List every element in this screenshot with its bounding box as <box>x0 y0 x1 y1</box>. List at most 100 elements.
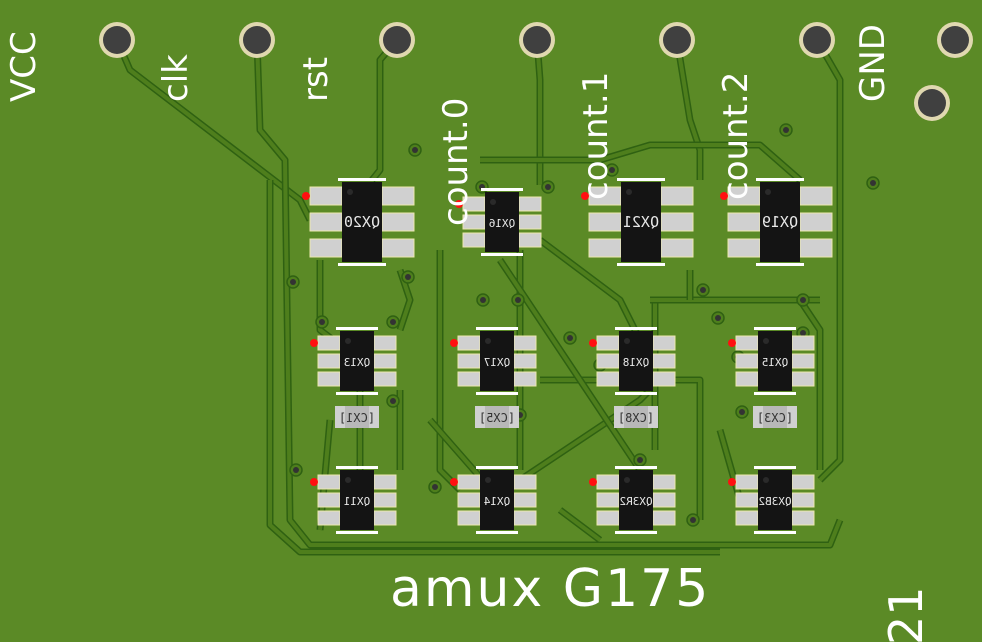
pin1-marker <box>310 478 318 486</box>
cap-label: [CX3] <box>757 411 793 425</box>
pad <box>791 353 815 369</box>
via-hole <box>390 398 396 404</box>
pad <box>652 353 676 369</box>
silk-line <box>617 263 665 266</box>
chip-qx18: QX18 <box>589 327 676 395</box>
pad <box>513 371 537 387</box>
silk-line <box>336 466 378 469</box>
pad <box>373 371 397 387</box>
pad <box>309 186 343 206</box>
pad <box>513 335 537 351</box>
header-pin <box>803 26 831 54</box>
silk-line <box>756 178 804 181</box>
pad <box>381 186 415 206</box>
trace-fill <box>538 238 642 341</box>
pin-label-vcc: VCC <box>4 31 44 102</box>
pin-label-clk: clk <box>156 54 196 102</box>
pad <box>513 353 537 369</box>
traces <box>113 37 844 556</box>
silk-line <box>615 466 657 469</box>
pad <box>652 492 676 508</box>
pin1-marker <box>581 192 589 200</box>
pin1-dimple <box>490 199 496 205</box>
trace-fill <box>798 298 822 470</box>
via-hole <box>319 319 325 325</box>
pad <box>596 474 620 490</box>
trace-fill <box>268 180 720 554</box>
silk-line <box>476 466 518 469</box>
via-hole <box>293 467 299 473</box>
pin1-dimple <box>763 477 769 483</box>
via-hole <box>412 147 418 153</box>
cap-label: [CX1] <box>339 411 375 425</box>
silk-line <box>615 531 657 534</box>
pad <box>373 353 397 369</box>
pad <box>317 335 341 351</box>
pad <box>596 492 620 508</box>
silk-line <box>336 531 378 534</box>
chip-label: QX16 <box>489 217 516 230</box>
pin1-dimple <box>345 477 351 483</box>
pad <box>588 238 622 258</box>
pad <box>317 510 341 526</box>
silk-line <box>476 531 518 534</box>
cap-center <box>763 406 787 428</box>
chip-qx15: QX15 <box>728 327 815 395</box>
via-hole <box>515 297 521 303</box>
mount-pad <box>918 89 946 117</box>
chip-label: QX3R2 <box>619 495 652 508</box>
pin-label-count0: count.0 <box>436 98 476 226</box>
trace-fill <box>498 258 642 472</box>
chip-label: QX11 <box>344 495 371 508</box>
cap-label: [CX8] <box>618 411 654 425</box>
chip-body <box>760 182 800 262</box>
pad <box>457 510 481 526</box>
trace <box>369 37 400 183</box>
via-hole <box>800 297 806 303</box>
header-pin <box>103 26 131 54</box>
board-title: amux G175 <box>390 559 710 619</box>
trace-fill <box>255 39 842 547</box>
pin1-marker <box>450 478 458 486</box>
pin1-marker <box>455 200 463 208</box>
pad <box>596 510 620 526</box>
pad <box>373 510 397 526</box>
pad <box>791 371 815 387</box>
via-hole <box>480 297 486 303</box>
pad <box>735 371 759 387</box>
silk-line <box>476 392 518 395</box>
chip-body <box>621 182 661 262</box>
pad <box>660 212 694 232</box>
via-hole <box>739 409 745 415</box>
silk-line <box>338 178 386 181</box>
pad <box>727 212 761 232</box>
chip-qx17: QX17 <box>450 327 537 395</box>
via-hole <box>290 279 296 285</box>
trace-fill <box>815 39 842 482</box>
pin1-dimple <box>624 338 630 344</box>
pin1-dimple <box>765 189 771 195</box>
silk-line <box>754 327 796 330</box>
pad <box>791 492 815 508</box>
silk-line <box>754 531 796 534</box>
vias <box>286 123 880 527</box>
pad <box>799 238 833 258</box>
chip-label: QX13 <box>344 356 371 369</box>
pad <box>799 212 833 232</box>
pad <box>799 186 833 206</box>
via-hole <box>715 315 721 321</box>
header-pin <box>941 26 969 54</box>
pin1-dimple <box>763 338 769 344</box>
pad <box>317 474 341 490</box>
pad <box>735 510 759 526</box>
via-hole <box>567 335 573 341</box>
via-hole <box>609 167 615 173</box>
pad <box>309 212 343 232</box>
pad <box>518 214 542 230</box>
pad <box>652 335 676 351</box>
trace-fill <box>599 143 802 182</box>
pin1-dimple <box>485 338 491 344</box>
chip-qx11: QX11 <box>310 466 397 534</box>
